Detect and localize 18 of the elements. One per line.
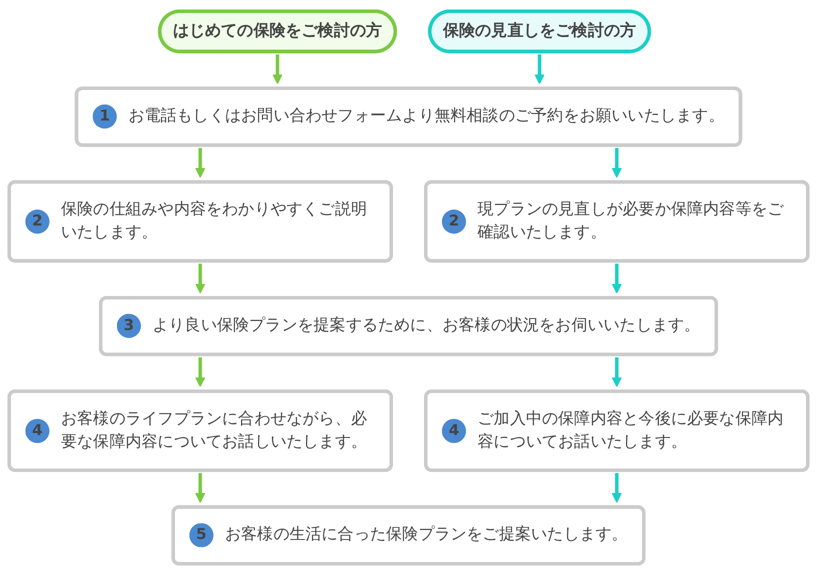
step-text: お客様の生活に合った保険プランをご提案いたします。 bbox=[224, 524, 628, 546]
arrow bbox=[195, 473, 206, 503]
step-text: ご加入中の保障内容と今後に必要な保障内容についてお話いたします。 bbox=[478, 408, 785, 454]
arrow bbox=[612, 473, 622, 503]
arrow bbox=[612, 148, 622, 178]
step-text: お客様のライフプランに合わせながら、必要な保障内容についてお話しいたします。 bbox=[60, 408, 368, 454]
arrow bbox=[612, 357, 622, 388]
arrow bbox=[195, 148, 206, 178]
arrow bbox=[612, 264, 622, 294]
arrow bbox=[195, 264, 206, 294]
arrow bbox=[534, 54, 545, 84]
step-text: 現プランの見直しが必要か保障内容等をご確認いたします。 bbox=[478, 199, 785, 244]
arrow bbox=[195, 357, 206, 388]
step-text: より良い保険プランを提案するために、お客様の状況をお伺いいたします。 bbox=[152, 315, 700, 337]
step-text: 保険の仕組みや内容をわかりやすくご説明いたします。 bbox=[60, 199, 368, 244]
arrow bbox=[272, 54, 283, 84]
node-text: はじめての保険をご検討の方 bbox=[172, 20, 382, 42]
step-text: お電話もしくはお問い合わせフォームより無料相談のご予約をお願いいたします。 bbox=[128, 106, 724, 128]
